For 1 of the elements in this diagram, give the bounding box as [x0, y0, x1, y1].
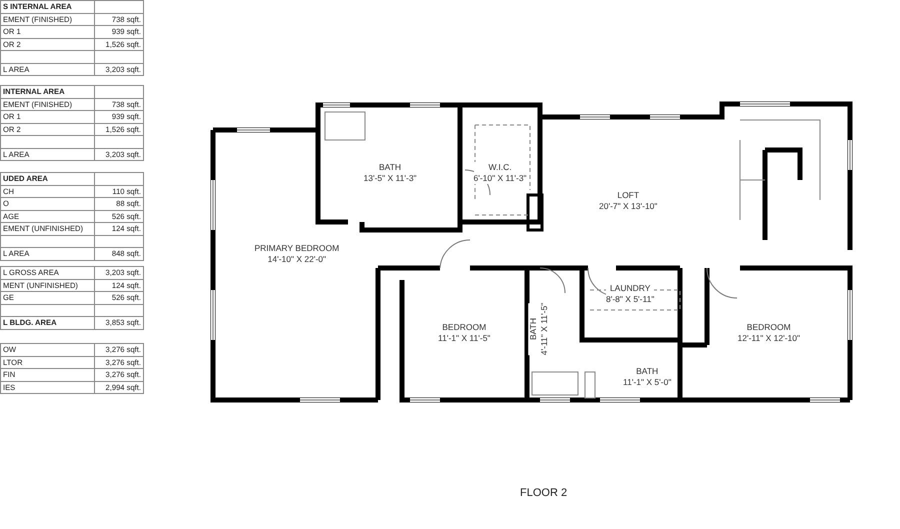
floor-caption: FLOOR 2: [520, 487, 568, 499]
